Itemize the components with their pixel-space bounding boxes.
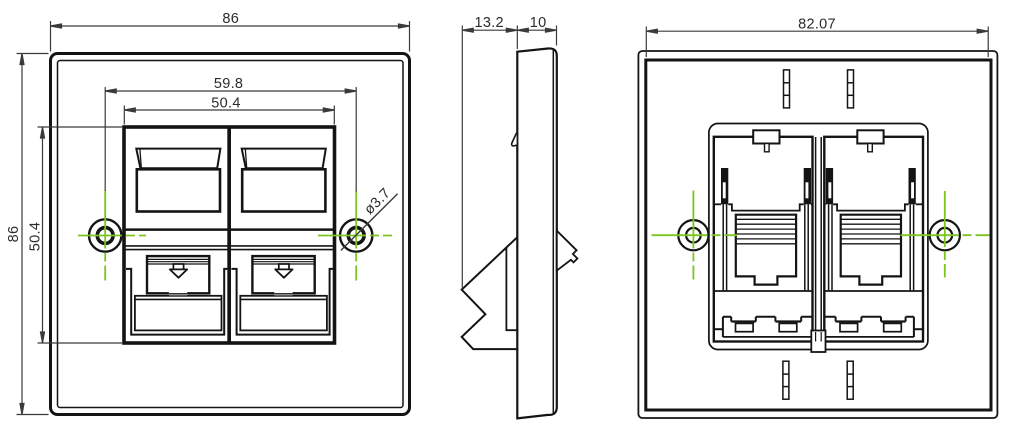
rear-view: 82.07: [637, 16, 999, 419]
rear-dimensions: [645, 26, 989, 57]
rear-module-housing: [708, 122, 929, 353]
rear-center-tab: [810, 329, 827, 353]
front-port-top-right: [240, 147, 328, 213]
front-dimensions: [16, 21, 411, 416]
side-shutter-wedge: [555, 228, 579, 273]
dim-side-plate-depth: 10: [530, 15, 547, 31]
side-mount-hook: [510, 132, 518, 147]
side-dimensions: [461, 25, 558, 289]
dim-side-mount-depth: 13.2: [474, 15, 503, 31]
front-module: [122, 125, 337, 345]
side-dimension-labels: 13.2 10: [474, 15, 546, 31]
rear-dimension-labels: 82.07: [798, 16, 836, 32]
side-view: 13.2 10: [460, 15, 579, 420]
front-port-top-left: [135, 147, 222, 213]
side-plate-profile: [510, 47, 579, 420]
dim-front-overall-height: 86: [6, 226, 22, 243]
dim-rear-inner-width: 82.07: [798, 16, 836, 32]
dim-front-hole-spacing: 59.8: [214, 76, 243, 92]
side-rear-bracket: [460, 236, 518, 351]
rear-centerlines: [651, 190, 990, 280]
dim-front-module-width: 50.4: [211, 95, 240, 111]
dim-front-overall-width: 86: [222, 11, 239, 27]
front-view: 86 86 59.8 50.4 50.4 ø3.7: [6, 11, 411, 416]
dim-front-module-height: 50.4: [27, 222, 43, 251]
